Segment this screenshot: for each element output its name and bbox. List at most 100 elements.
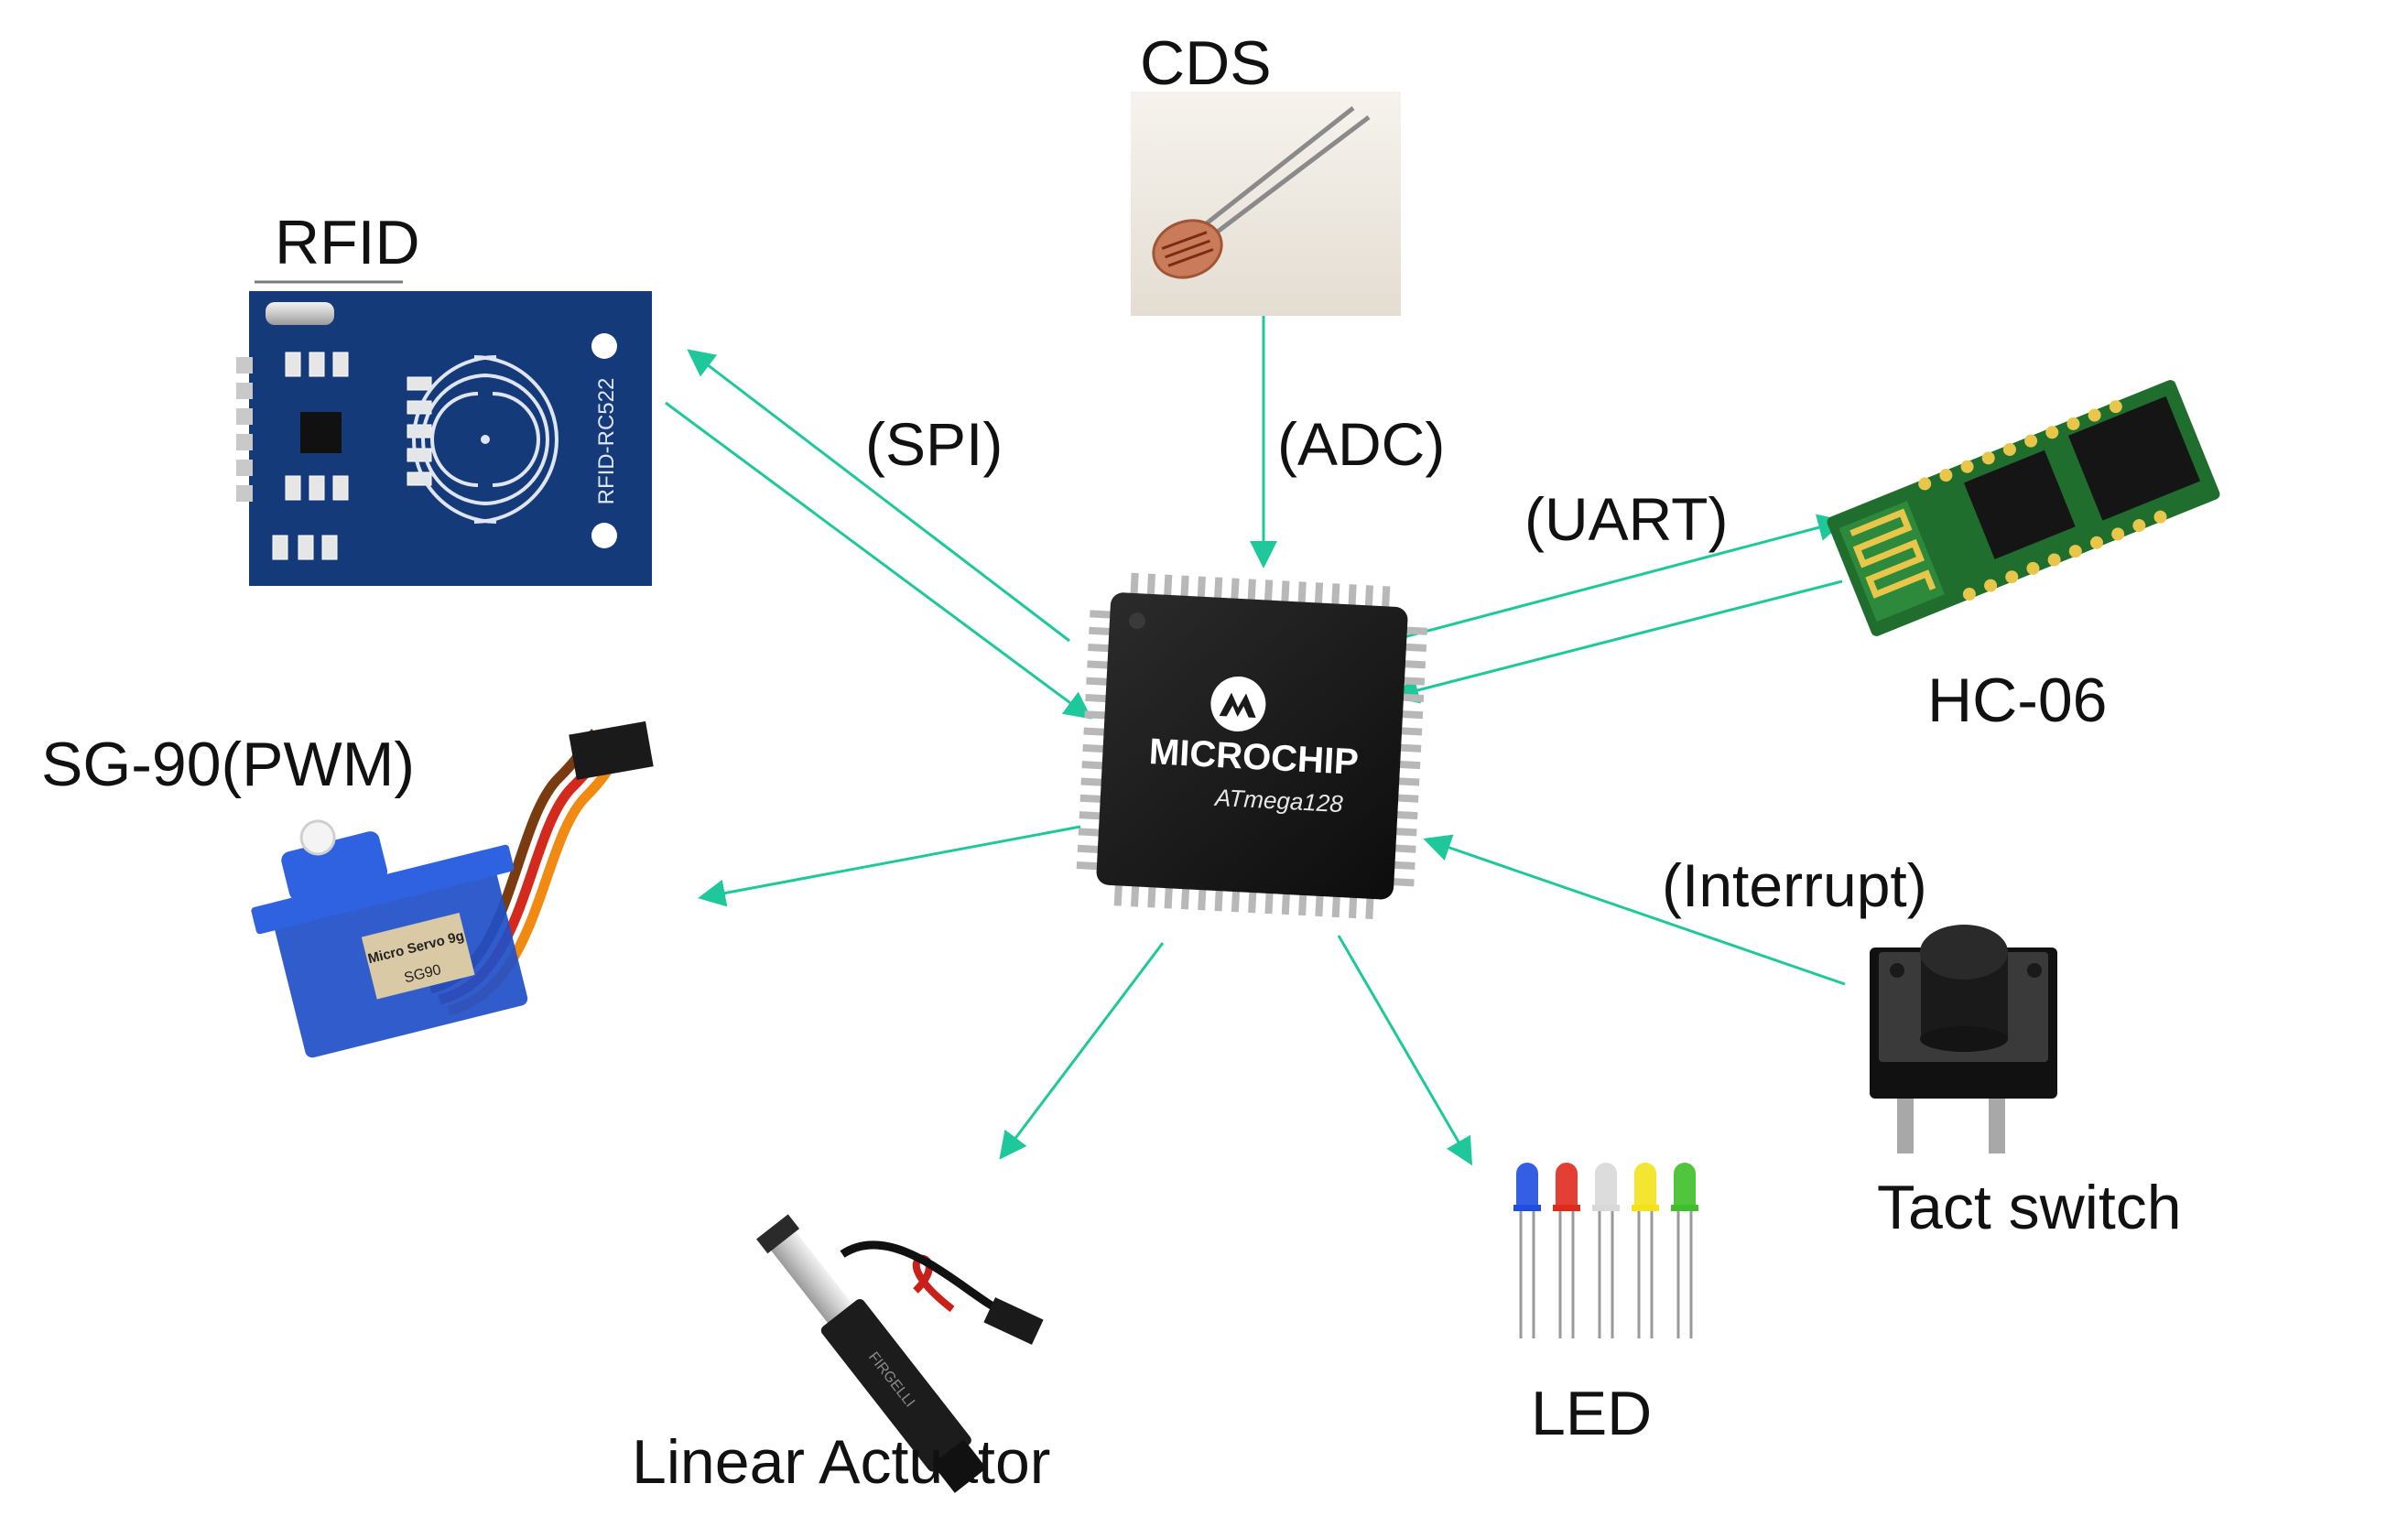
mcu-pin	[1147, 885, 1156, 908]
servo-body-group: Micro Servo 9g SG90	[251, 819, 528, 1058]
mcu-pin	[1297, 581, 1307, 604]
servo-label: SG-90(PWM)	[41, 730, 415, 799]
uart-label: (UART)	[1524, 485, 1728, 553]
mcu-pin	[1079, 811, 1101, 820]
mcu-pin	[1281, 580, 1290, 603]
mcu-pin	[1085, 693, 1108, 703]
photoresistor-icon	[1152, 219, 1223, 279]
led-bulb	[1516, 1163, 1538, 1208]
servo-output-shaft	[299, 819, 336, 856]
mcu-pin	[1393, 861, 1416, 871]
mcu-pin	[1078, 828, 1101, 837]
mcu-pin	[1130, 572, 1139, 596]
rfid-mount-hole-1	[591, 333, 617, 359]
mcu-pin	[1298, 893, 1307, 916]
mcu-pin	[1264, 891, 1274, 915]
cds-lead-2	[1205, 115, 1371, 242]
mcu-pin	[1396, 794, 1419, 803]
hc06-chip-2	[2067, 395, 2201, 521]
led-icon	[1513, 1163, 1698, 1338]
mcu-pin	[1079, 794, 1102, 804]
tact-label: Tact switch	[1877, 1173, 2182, 1242]
mcu-pin	[1348, 584, 1357, 607]
hc06-chip-1	[1963, 449, 2076, 559]
spi-label: (SPI)	[865, 410, 1003, 478]
hc06-antenna-area	[1839, 501, 1945, 623]
mcu-model-text: ATmega128	[1212, 784, 1344, 818]
tact-corner-2	[2027, 963, 2042, 978]
actuator-connector	[983, 1297, 1044, 1345]
mcu-pin	[1081, 761, 1104, 770]
mcu-pin	[1214, 577, 1223, 600]
tact-button-cap	[1920, 1026, 2008, 1052]
mcu-pin	[1264, 579, 1274, 602]
mcu-pin	[1248, 890, 1257, 914]
mcu-pin	[1247, 579, 1256, 601]
mcu-pin	[1382, 586, 1391, 609]
mcu-pin	[1331, 894, 1340, 918]
servo-top-flange	[251, 844, 515, 935]
mcu-pin	[1397, 777, 1420, 786]
mcu-pin	[1231, 889, 1241, 913]
mcu-pin	[1392, 878, 1415, 887]
mcu-pin	[1198, 888, 1207, 911]
mcu-pin	[1399, 727, 1423, 736]
actuator-body	[820, 1299, 971, 1472]
rfid-board-text: RFID-RC522	[594, 378, 619, 505]
arrow-hc06-to-mcu	[1391, 579, 1843, 704]
mcu-pin	[1180, 575, 1189, 598]
mcu-pin	[1214, 889, 1223, 912]
mcu-pin	[1164, 886, 1173, 909]
cds-label: CDS	[1140, 28, 1272, 98]
tact-corner-1	[1890, 963, 1904, 978]
mcu-pin	[1088, 644, 1111, 653]
actuator-end-cap	[932, 1439, 987, 1493]
led-bulb	[1634, 1163, 1656, 1208]
hc06-antenna-trace	[1849, 508, 1936, 599]
rfid-module-icon: RFID-RC522	[236, 291, 652, 586]
mcu-pin	[1180, 887, 1190, 910]
led-bulb	[1595, 1163, 1617, 1208]
led-item	[1592, 1163, 1620, 1338]
mcu-pin	[1146, 573, 1156, 597]
led-rim	[1671, 1205, 1698, 1211]
mcu-pin	[1077, 844, 1101, 853]
mcu-pin	[1164, 574, 1173, 598]
tact-legs	[1897, 1085, 2005, 1153]
mcu-pin	[1076, 861, 1100, 871]
mcu-pin	[1397, 760, 1421, 770]
led-rim	[1553, 1205, 1580, 1211]
led-bulb	[1674, 1163, 1696, 1208]
servo-connector	[569, 720, 654, 780]
cds-photoresistor	[1131, 92, 1401, 316]
bluetooth-module-icon	[1827, 380, 2220, 636]
mcu-pin	[1394, 828, 1417, 837]
led-rim	[1592, 1205, 1620, 1211]
actuator-rod	[766, 1225, 853, 1325]
led-item	[1632, 1163, 1659, 1338]
mcu-pin	[1348, 895, 1358, 919]
hc06-label: HC-06	[1927, 666, 2108, 735]
led-bulb	[1556, 1163, 1578, 1208]
mcu-atmega128: MICROCHIP ATmega128	[1076, 572, 1428, 920]
mcu-pin	[1197, 576, 1206, 599]
rfid-crystal	[266, 302, 334, 325]
mcu-pin	[1365, 896, 1374, 920]
mcu-body	[1096, 592, 1408, 900]
connection-arrows	[665, 316, 1846, 1166]
arrow-rfid-to-mcu	[665, 401, 1092, 720]
mcu-pin	[1405, 626, 1428, 635]
mcu-pin	[1395, 810, 1418, 820]
mcu-pin	[1402, 677, 1426, 686]
mcu-pin	[1130, 884, 1140, 907]
arrow-mcu-to-servo	[698, 825, 1081, 907]
mcu-pin	[1231, 578, 1240, 601]
rfid-label: RFID	[275, 208, 420, 277]
tact-switch-icon	[1870, 925, 2057, 1153]
actuator-label: Linear Actuator	[632, 1427, 1050, 1497]
mcu-pin	[1281, 892, 1290, 915]
arrow-mcu-to-led	[1337, 935, 1473, 1166]
arrow-mcu-to-rfid	[687, 349, 1070, 643]
rfid-mount-hole-2	[591, 523, 617, 548]
